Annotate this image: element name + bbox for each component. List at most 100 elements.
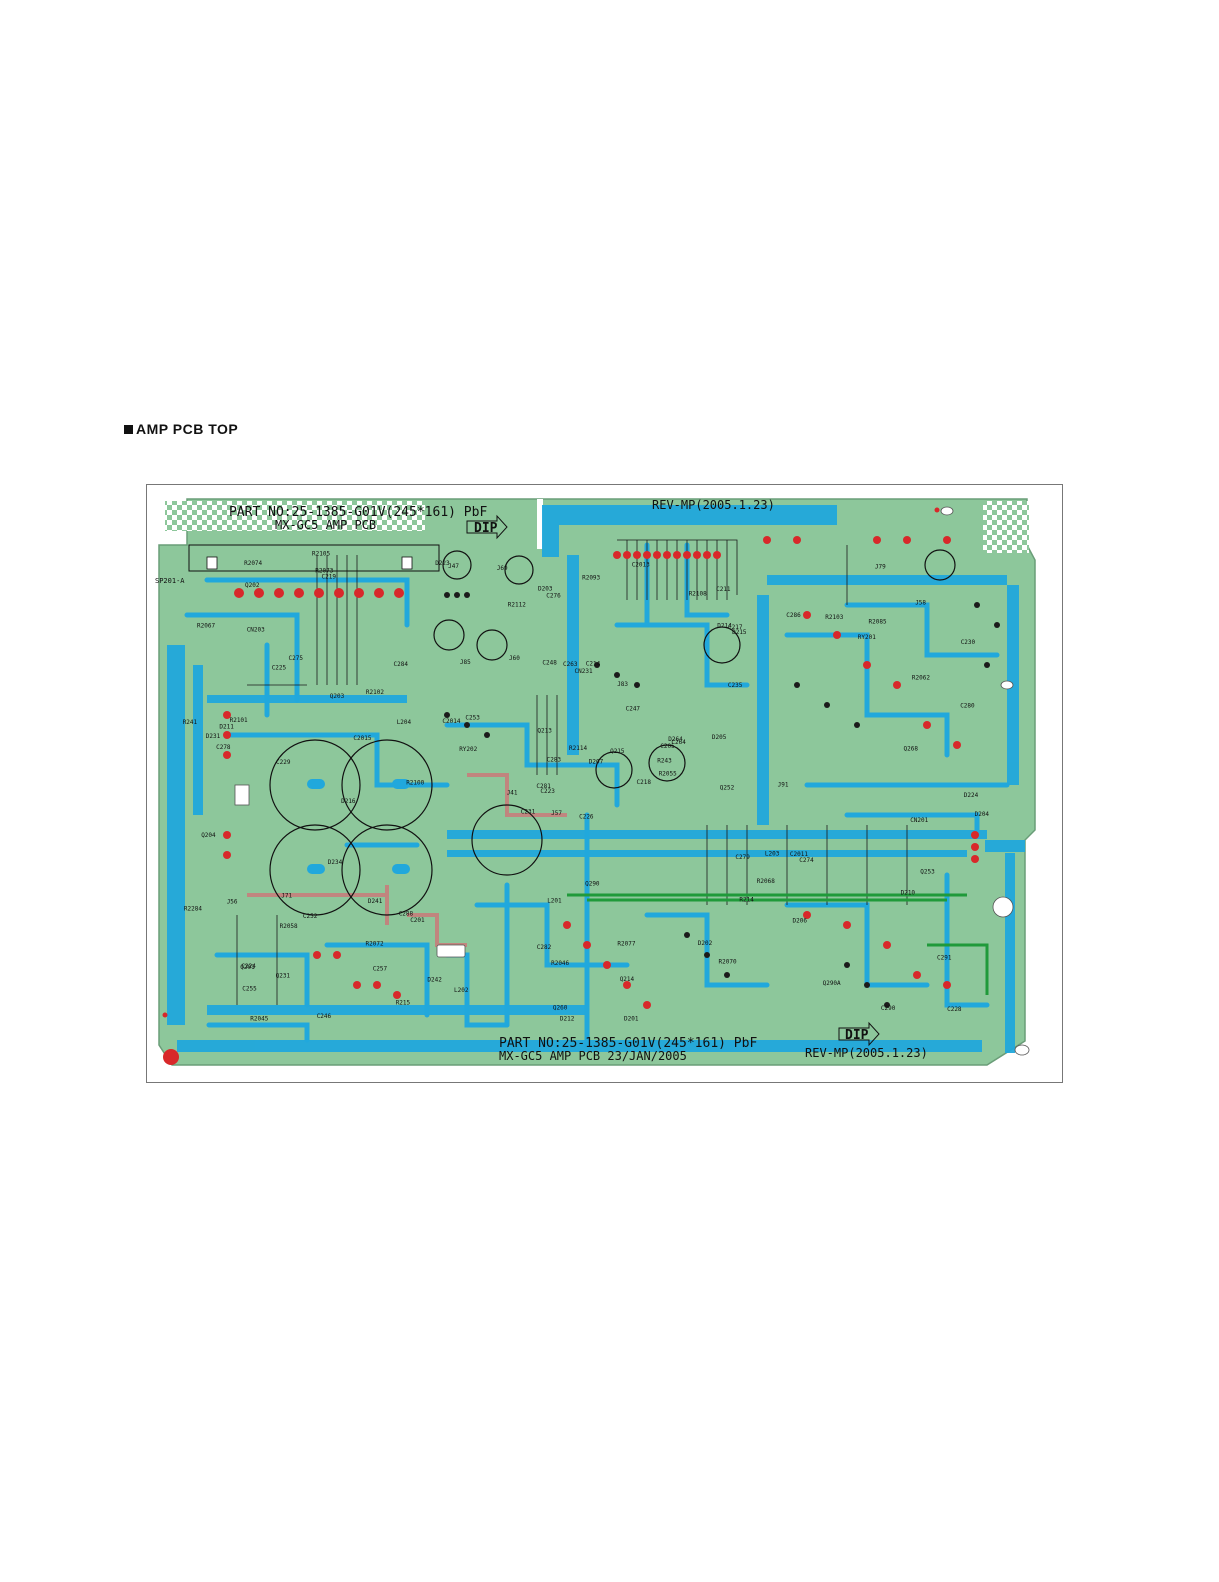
component-label-d211: D211 (219, 723, 234, 730)
component-label-q204: Q204 (201, 832, 216, 839)
component-label-r214: R214 (739, 897, 754, 904)
component-label-q213: Q213 (537, 727, 552, 734)
component-label-d242: D242 (427, 977, 442, 984)
component-label-c278: C278 (216, 744, 231, 751)
component-label-d234: D234 (328, 859, 343, 866)
sp-label: SP201-A (155, 577, 185, 585)
component-label-c264: C264 (671, 739, 686, 746)
component-label-r2100: R2100 (406, 780, 424, 787)
board-substrate (158, 498, 1036, 1066)
component-label-d214: D214 (717, 622, 732, 629)
component-labels: C226C225C223C224C205C201C211C214C217C218… (183, 550, 990, 1022)
component-label-c219: C219 (322, 574, 337, 581)
component-label-c2014: C2014 (442, 718, 460, 725)
component-label-cn231: CN231 (575, 668, 593, 675)
connector-row (188, 544, 440, 572)
component-label-r2093: R2093 (582, 575, 600, 582)
model-top: MX-GC5 AMP PCB (275, 518, 376, 532)
component-label-r2067: R2067 (197, 623, 215, 630)
component-label-c263: C263 (563, 661, 578, 668)
component-label-d264: D264 (668, 736, 683, 743)
component-label-c214: C214 (586, 661, 601, 668)
component-label-l204: L204 (397, 719, 412, 726)
component-label-j91: J91 (778, 781, 789, 788)
component-label-q268: Q268 (904, 745, 919, 752)
component-label-c275: C275 (289, 655, 304, 662)
component-label-ry202: RY202 (459, 746, 477, 753)
component-label-r2058: R2058 (280, 923, 298, 930)
component-label-r2103: R2103 (825, 614, 843, 621)
component-label-c246: C246 (317, 1013, 332, 1020)
component-label-c255: C255 (242, 985, 257, 992)
filter-capacitor-cores (307, 779, 410, 874)
component-label-j41: J41 (507, 790, 518, 797)
component-label-c2013: C2013 (632, 561, 650, 568)
component-label-c228: C228 (947, 1006, 962, 1013)
component-label-r2070: R2070 (719, 959, 737, 966)
component-label-r2073: R2073 (315, 568, 333, 575)
board-notch (537, 499, 543, 549)
component-label-r2074: R2074 (244, 560, 262, 567)
component-label-c235: C235 (728, 682, 743, 689)
component-label-j85: J85 (460, 659, 471, 666)
component-label-j47: J47 (448, 563, 459, 570)
component-label-q260: Q260 (553, 1005, 568, 1012)
component-label-r2046: R2046 (551, 960, 569, 967)
component-label-q252: Q252 (720, 785, 735, 792)
component-label-c288: C288 (399, 910, 414, 917)
component-label-d210: D210 (901, 889, 916, 896)
section-heading: AMP PCB TOP (124, 421, 238, 437)
component-label-d212: D212 (560, 1016, 575, 1023)
dip-arrow-bottom-icon (838, 1021, 880, 1047)
dip-arrow-top-icon (466, 514, 508, 540)
component-label-d241: D241 (368, 898, 383, 905)
component-label-q215: Q215 (610, 748, 625, 755)
component-label-j69: J69 (497, 565, 508, 572)
component-label-j57: J57 (551, 810, 562, 817)
component-label-d231: D231 (206, 733, 221, 740)
component-label-r2101: R2101 (230, 717, 248, 724)
component-label-d223: D223 (435, 560, 450, 567)
connector-pins (206, 556, 413, 570)
component-label-r241: R241 (183, 719, 198, 726)
component-label-c274: C274 (799, 857, 814, 864)
fine-traces (236, 539, 908, 1005)
component-label-d204: D204 (975, 811, 990, 818)
heading-text: AMP PCB TOP (136, 421, 239, 437)
revision-bottom: REV-MP(2005.1.23) (805, 1046, 928, 1060)
component-label-c226: C226 (579, 814, 594, 821)
component-label-q231: Q231 (276, 973, 291, 980)
component-label-c276: C276 (546, 592, 561, 599)
component-label-c281: C281 (536, 783, 551, 790)
component-label-c283: C283 (547, 757, 562, 764)
copper-pours (167, 505, 1025, 1053)
component-label-q290: Q290 (585, 880, 600, 887)
component-label-r2112: R2112 (508, 601, 526, 608)
component-label-d202: D202 (698, 940, 713, 947)
component-label-d205: D205 (712, 734, 727, 741)
component-label-c282: C282 (537, 944, 552, 951)
part-number-top: PART NO:25-1385-G01V(245*161) PbF (229, 505, 487, 520)
component-label-r2068: R2068 (757, 878, 775, 885)
component-label-c248: C248 (542, 659, 557, 666)
component-label-c247: C247 (626, 705, 641, 712)
component-label-c229: C229 (276, 759, 291, 766)
component-label-r2072: R2072 (366, 940, 384, 947)
component-label-c211: C211 (716, 586, 731, 593)
checker-block-top-right (983, 501, 1029, 553)
component-label-j83: J83 (617, 681, 628, 688)
component-label-r2045: R2045 (250, 1016, 268, 1023)
green-traces (567, 893, 989, 995)
component-label-c205: C205 (660, 743, 675, 750)
component-label-c2011: C2011 (790, 851, 808, 858)
component-label-c218: C218 (637, 779, 652, 786)
component-label-l201: L201 (547, 897, 562, 904)
component-label-r2102: R2102 (366, 689, 384, 696)
component-label-d215: D215 (732, 629, 747, 636)
component-label-c224: C224 (241, 963, 256, 970)
part-number-bottom: PART NO:25-1385-G01V(245*161) PbF (499, 1036, 757, 1051)
component-label-c2015: C2015 (353, 735, 371, 742)
component-label-c291: C291 (937, 954, 952, 961)
component-label-r2085: R2085 (869, 618, 887, 625)
component-label-q203: Q203 (330, 693, 345, 700)
